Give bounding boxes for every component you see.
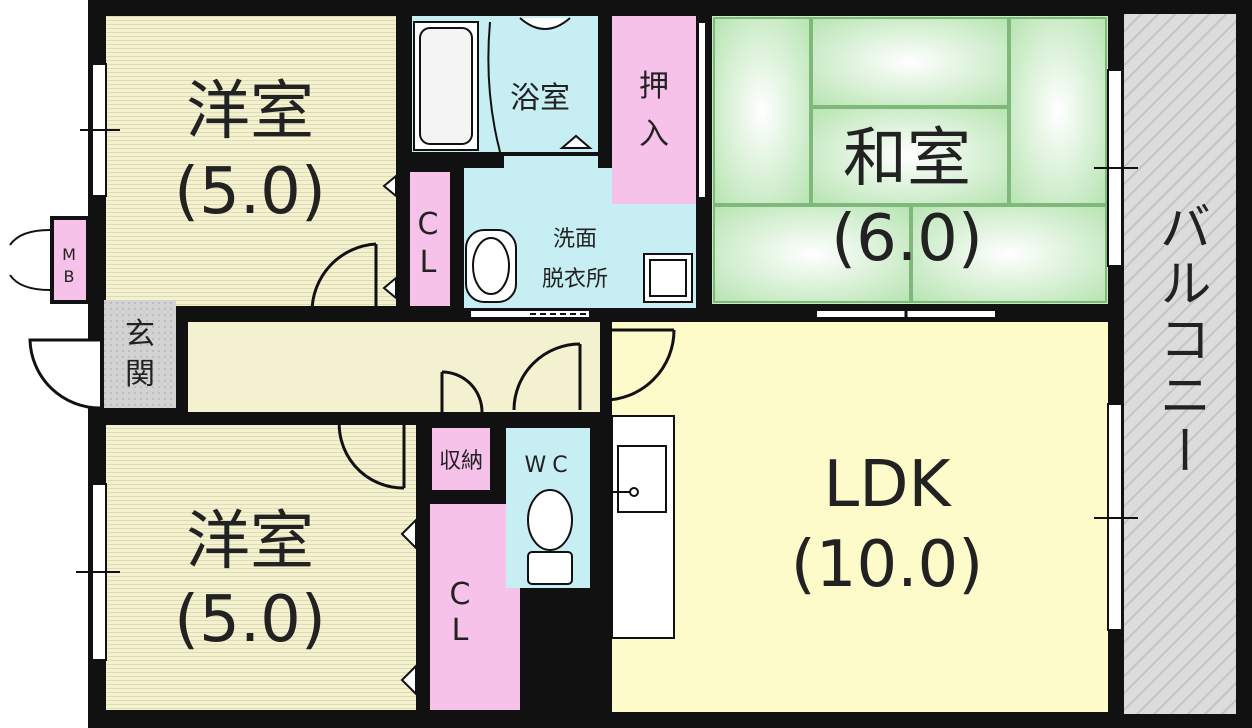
western-north-name: 洋室 (186, 75, 314, 149)
japanese-room-size: (6.0) (831, 202, 983, 276)
entrance-label-line2: 関 (125, 357, 155, 392)
kitchen-counter (611, 415, 675, 639)
ldk-name: LDK (824, 448, 953, 522)
door-storage (440, 370, 484, 413)
meter-box-label-b: B (64, 267, 75, 286)
closet-north-label-l: L (420, 245, 437, 280)
window-japanese (1094, 69, 1138, 267)
meter-box-label-m: M (62, 245, 76, 264)
oshiire-label-line2: 入 (639, 117, 669, 152)
japanese-room (712, 16, 1108, 304)
closet-markers (382, 134, 593, 697)
closet-south-area (430, 504, 520, 710)
entrance-label-line1: 玄 (125, 317, 155, 352)
entrance-door (28, 338, 101, 410)
washroom-sliding-door (469, 309, 591, 319)
closet-south-label-c: C (450, 577, 471, 612)
window-west-south (76, 483, 120, 661)
western-room-north (106, 16, 396, 306)
western-north-size: (5.0) (174, 155, 326, 229)
washroom-label-line2: 脱衣所 (542, 267, 608, 292)
western-room-south (106, 425, 416, 710)
japanese-room-name: 和室 (843, 122, 971, 196)
western-south-name: 洋室 (186, 505, 314, 579)
bathtub (413, 21, 479, 151)
washroom-upper (504, 156, 598, 176)
japanese-sliding-door (815, 306, 997, 322)
wash-basin (465, 229, 517, 303)
door-western-south (337, 412, 406, 490)
door-ldk (603, 328, 676, 402)
wc-label: WC (524, 453, 573, 478)
western-south-size: (5.0) (174, 583, 326, 657)
storage-label: 収納 (439, 449, 483, 474)
ldk-size: (10.0) (791, 528, 983, 602)
closet-north-area (410, 172, 450, 306)
meter-box-area (50, 216, 90, 304)
bath-fixture (519, 17, 571, 30)
balcony-label: バルコニー (1150, 200, 1210, 480)
bath-label: 浴室 (510, 81, 570, 116)
closet-north-label-c: C (418, 207, 439, 242)
door-wc (512, 342, 582, 411)
storage-area (432, 428, 490, 490)
balcony (1110, 0, 1252, 728)
oshiire-label-line1: 押 (639, 69, 669, 104)
meter-box-door (9, 229, 51, 291)
corridor (188, 322, 600, 412)
window-west-north (80, 63, 120, 197)
ldk-area (612, 322, 1108, 712)
door-western-north (310, 242, 378, 313)
oshiire-sliding-door (697, 21, 707, 199)
oshiire-area (612, 16, 696, 204)
toilet (527, 489, 573, 585)
entrance-floor (104, 300, 176, 408)
washroom-label-line1: 洗面 (553, 227, 597, 252)
window-ldk (1094, 403, 1138, 631)
closet-south-label-l: L (452, 613, 469, 648)
bath-shower-curve (487, 21, 501, 153)
washing-machine (643, 253, 693, 303)
